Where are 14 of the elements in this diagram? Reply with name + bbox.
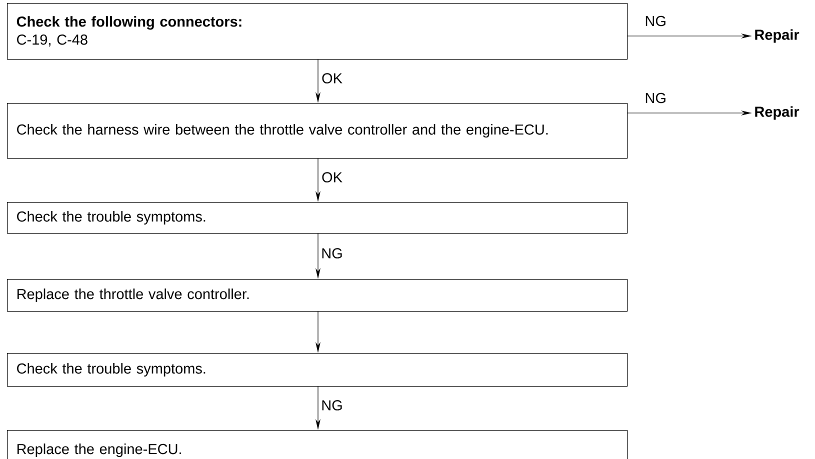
process-box: Check the following connectors: C-19, C-48 <box>7 3 628 60</box>
edge-label: NG <box>644 92 668 104</box>
process-box: Check the trouble symptoms. <box>7 202 628 234</box>
edge-label: OK <box>320 72 344 84</box>
process-box: Check the harness wire between the throttle valve controller and the engine-ECU. <box>7 103 628 159</box>
process-box: Replace the throttle valve controller. <box>7 279 628 312</box>
process-box: Check the trouble symptoms. <box>7 353 628 387</box>
edge-label: NG <box>320 247 344 260</box>
edge-label: NG <box>320 399 344 412</box>
result-text: Repair <box>755 29 800 43</box>
edge-label: OK <box>320 171 344 184</box>
result-text: Repair <box>755 106 800 120</box>
edge-label: NG <box>644 14 668 28</box>
process-box: Replace the engine-ECU. <box>7 430 628 459</box>
